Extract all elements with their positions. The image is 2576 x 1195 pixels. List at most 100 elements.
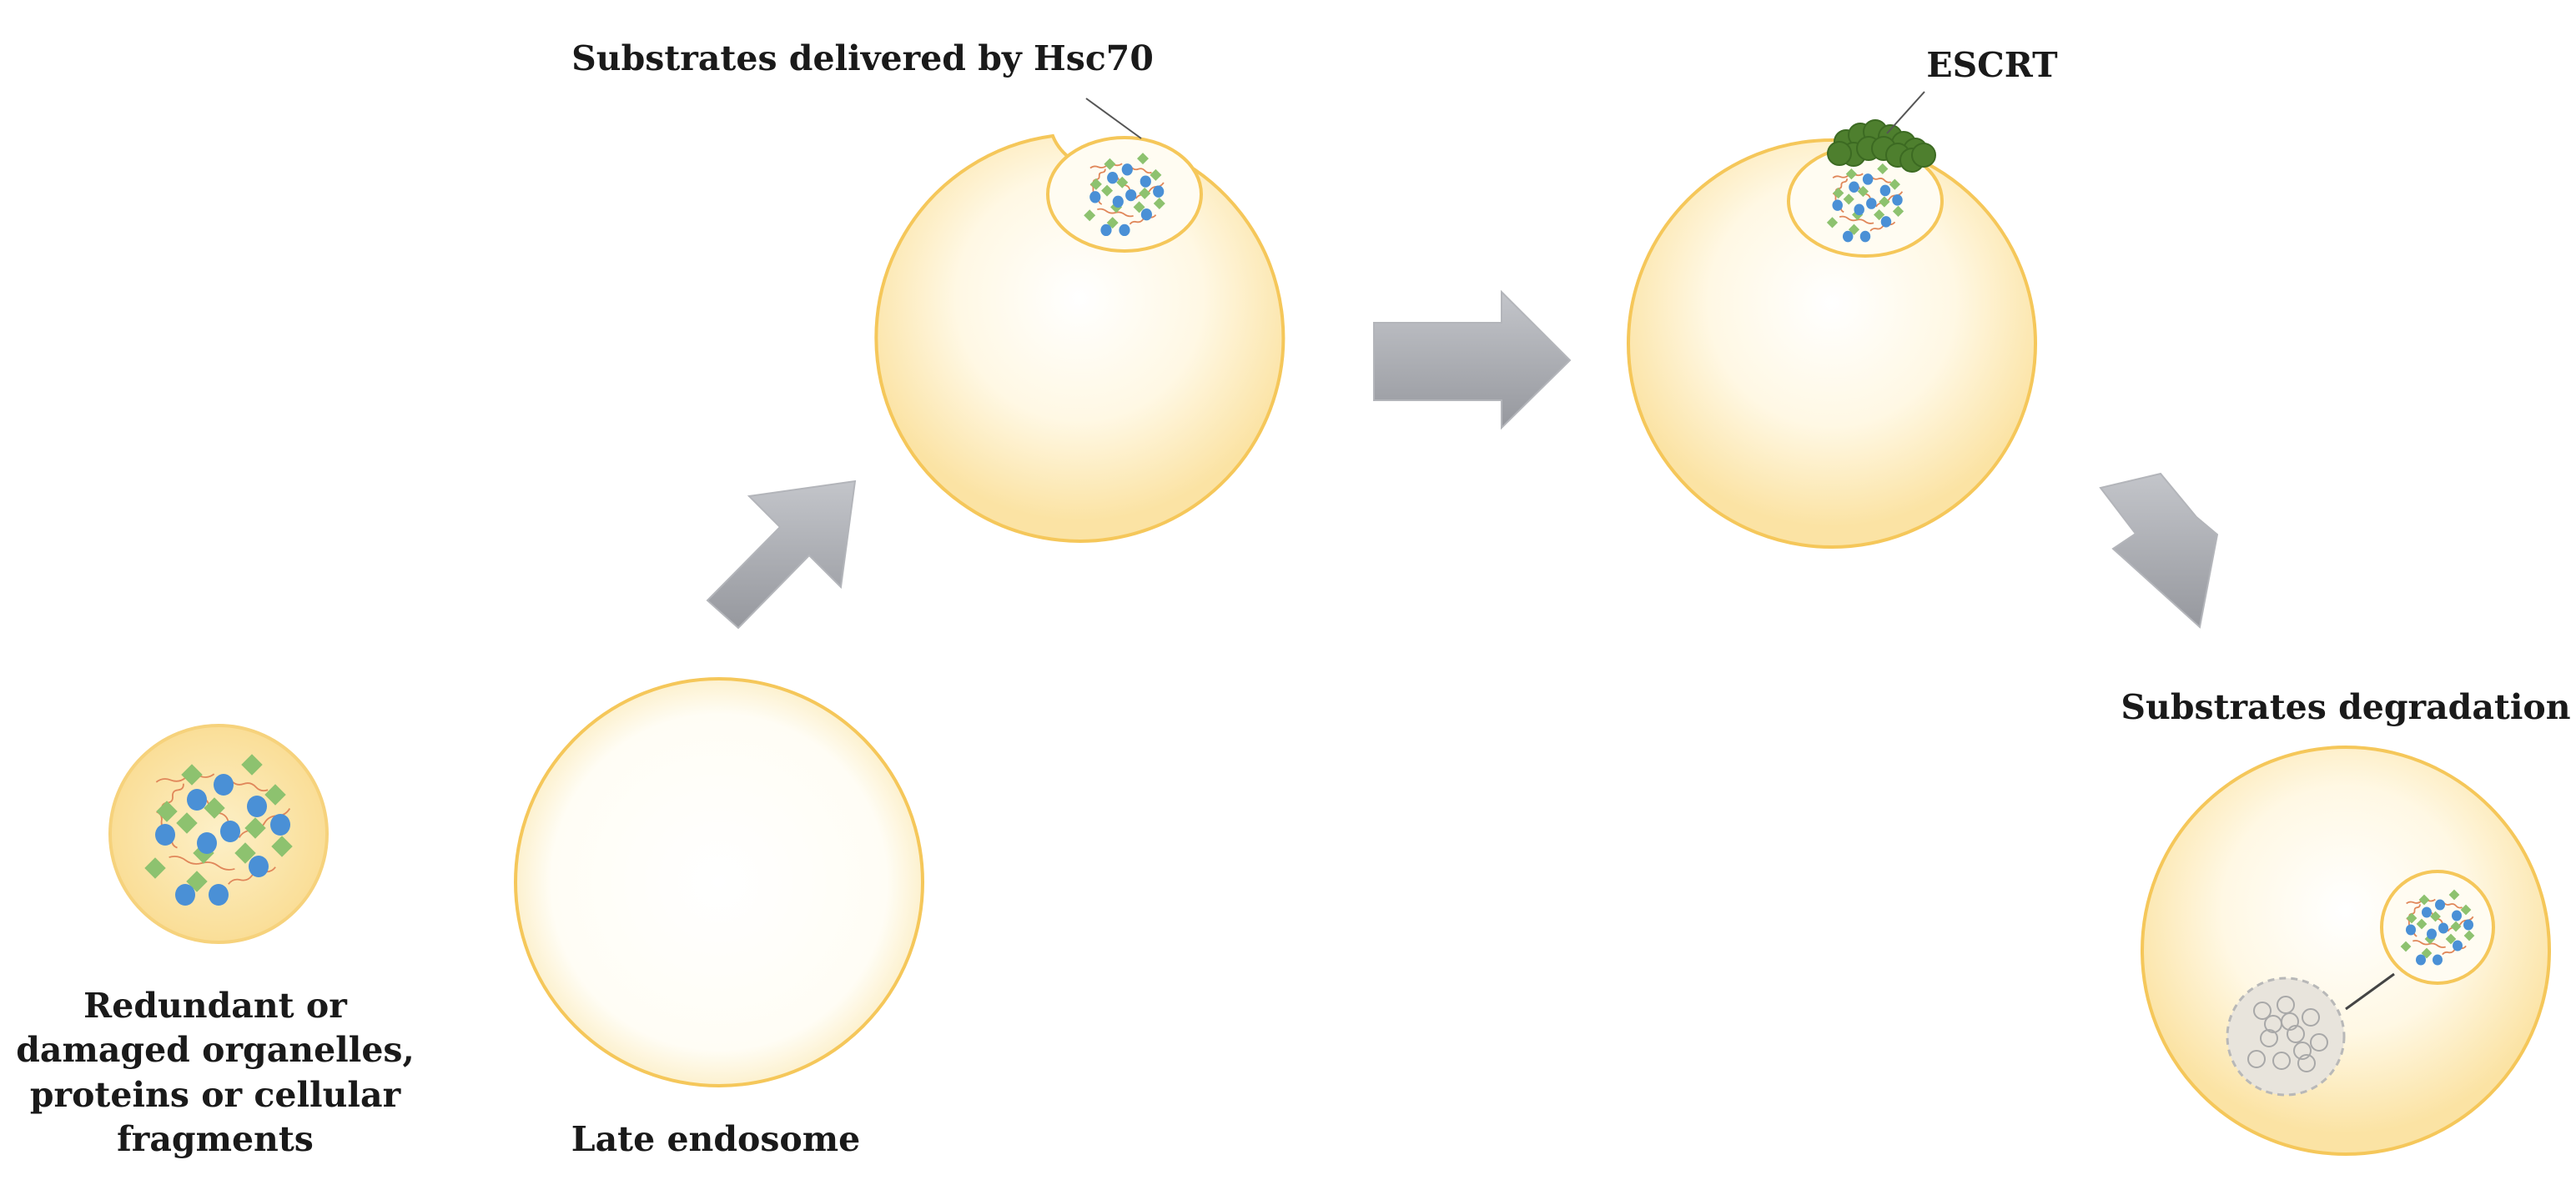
- cargo-contents: [144, 754, 293, 906]
- blue-protein: [247, 796, 267, 817]
- vesicle-contents: [2400, 889, 2475, 966]
- blue-protein: [1854, 203, 1864, 216]
- green-diamond: [2463, 930, 2475, 941]
- blue-protein: [187, 789, 207, 811]
- blue-protein: [1879, 184, 1891, 197]
- green-diamond: [2416, 918, 2428, 930]
- green-diamond: [271, 836, 293, 857]
- green-diamond: [264, 784, 286, 806]
- late-endosome-label: Late endosome: [571, 1119, 861, 1159]
- blue-protein: [197, 832, 217, 854]
- filament: [1839, 215, 1874, 224]
- degraded-fragment: [2264, 1015, 2282, 1033]
- endosome-escrt: [1627, 119, 2037, 549]
- blue-protein: [2427, 928, 2437, 940]
- arrow-down-right: [2099, 472, 2219, 629]
- blue-protein: [1862, 173, 1874, 185]
- blue-protein: [1140, 175, 1151, 188]
- green-diamond: [1879, 196, 1890, 208]
- substrates-degradation-label: Substrates degradation: [2121, 687, 2571, 727]
- blue-protein: [2433, 954, 2443, 966]
- arrow-up-right: [706, 480, 857, 630]
- green-diamond: [2418, 894, 2430, 906]
- escrt-subunit: [1911, 143, 1936, 168]
- degraded-contents: [2247, 996, 2328, 1072]
- green-diamond: [2460, 904, 2472, 916]
- green-diamond: [244, 817, 266, 839]
- cargo-cluster: [1084, 153, 1165, 237]
- degraded-fragment: [2272, 1052, 2291, 1070]
- blue-protein: [1859, 230, 1871, 243]
- degraded-fragment: [2253, 1002, 2272, 1020]
- blue-protein: [2452, 910, 2462, 921]
- blue-protein: [155, 824, 175, 846]
- green-diamond: [181, 764, 203, 786]
- invaginated-vesicle: [1046, 136, 1203, 253]
- escrt-label: ESCRT: [1926, 45, 2058, 85]
- green-diamond: [2448, 889, 2460, 901]
- blue-protein: [2416, 954, 2426, 966]
- degraded-fragment: [2287, 1025, 2305, 1043]
- cargo-label-line-3: proteins or cellular: [29, 1074, 401, 1115]
- filament: [1129, 214, 1157, 225]
- green-diamond: [2430, 911, 2441, 922]
- escrt-subunit: [1827, 141, 1852, 166]
- degradation-endosome: [2141, 746, 2551, 1156]
- green-diamond: [1136, 153, 1150, 165]
- cargo-label-line-1: Redundant or: [83, 986, 347, 1026]
- blue-protein: [1153, 185, 1165, 198]
- blue-protein: [2463, 919, 2473, 931]
- blue-protein: [1842, 230, 1854, 243]
- endosome-invagination: [874, 133, 1285, 543]
- green-diamond: [1889, 178, 1900, 190]
- degraded-fragment: [2277, 996, 2295, 1014]
- blue-protein: [270, 814, 290, 836]
- degraded-fragment: [2260, 1029, 2278, 1047]
- filament: [1869, 221, 1896, 232]
- blue-protein: [1100, 223, 1112, 237]
- green-diamond: [204, 797, 225, 819]
- green-diamond: [241, 754, 263, 776]
- blue-protein: [1140, 208, 1152, 221]
- degradation-leader-line: [2345, 972, 2395, 1011]
- blue-protein: [1880, 216, 1892, 228]
- intraluminal-vesicle: [2380, 870, 2495, 985]
- blue-protein: [209, 884, 229, 906]
- blue-protein: [2453, 940, 2463, 951]
- filament: [1097, 208, 1134, 218]
- hsc70-leader-line: [1085, 98, 1142, 139]
- degraded-fragment: [2310, 1033, 2328, 1052]
- filament: [2442, 945, 2467, 956]
- blue-protein: [2438, 922, 2448, 934]
- green-diamond: [1116, 176, 1129, 188]
- arrow-right: [1373, 289, 1572, 430]
- green-diamond: [2406, 912, 2418, 924]
- escrt-complex: [1827, 119, 1936, 173]
- blue-protein: [1892, 194, 1903, 206]
- cargo-label-line-4: fragments: [117, 1118, 314, 1159]
- blue-protein: [1121, 163, 1133, 176]
- cargo-cluster: [144, 754, 293, 906]
- escrt-leader-line: [1886, 91, 1925, 134]
- filament: [2412, 940, 2446, 948]
- blue-protein: [1125, 188, 1137, 202]
- vesicle-contents: [1084, 153, 1165, 237]
- green-diamond: [1845, 168, 1857, 180]
- filament: [169, 856, 235, 871]
- blue-protein: [1107, 172, 1119, 184]
- degraded-fragment: [2247, 1050, 2266, 1068]
- cargo-cluster: [2400, 889, 2475, 966]
- blue-protein: [1119, 223, 1130, 237]
- blue-protein: [1849, 181, 1859, 193]
- degraded-fragment: [2297, 1054, 2316, 1072]
- late-endosome: [514, 677, 924, 1087]
- filament: [228, 866, 276, 885]
- blue-protein: [1089, 191, 1101, 203]
- cargo-label: Redundant or damaged organelles, protein…: [16, 984, 415, 1162]
- green-diamond: [156, 801, 178, 822]
- blue-protein: [175, 884, 195, 906]
- blue-protein: [2422, 906, 2432, 918]
- green-diamond: [2445, 933, 2457, 945]
